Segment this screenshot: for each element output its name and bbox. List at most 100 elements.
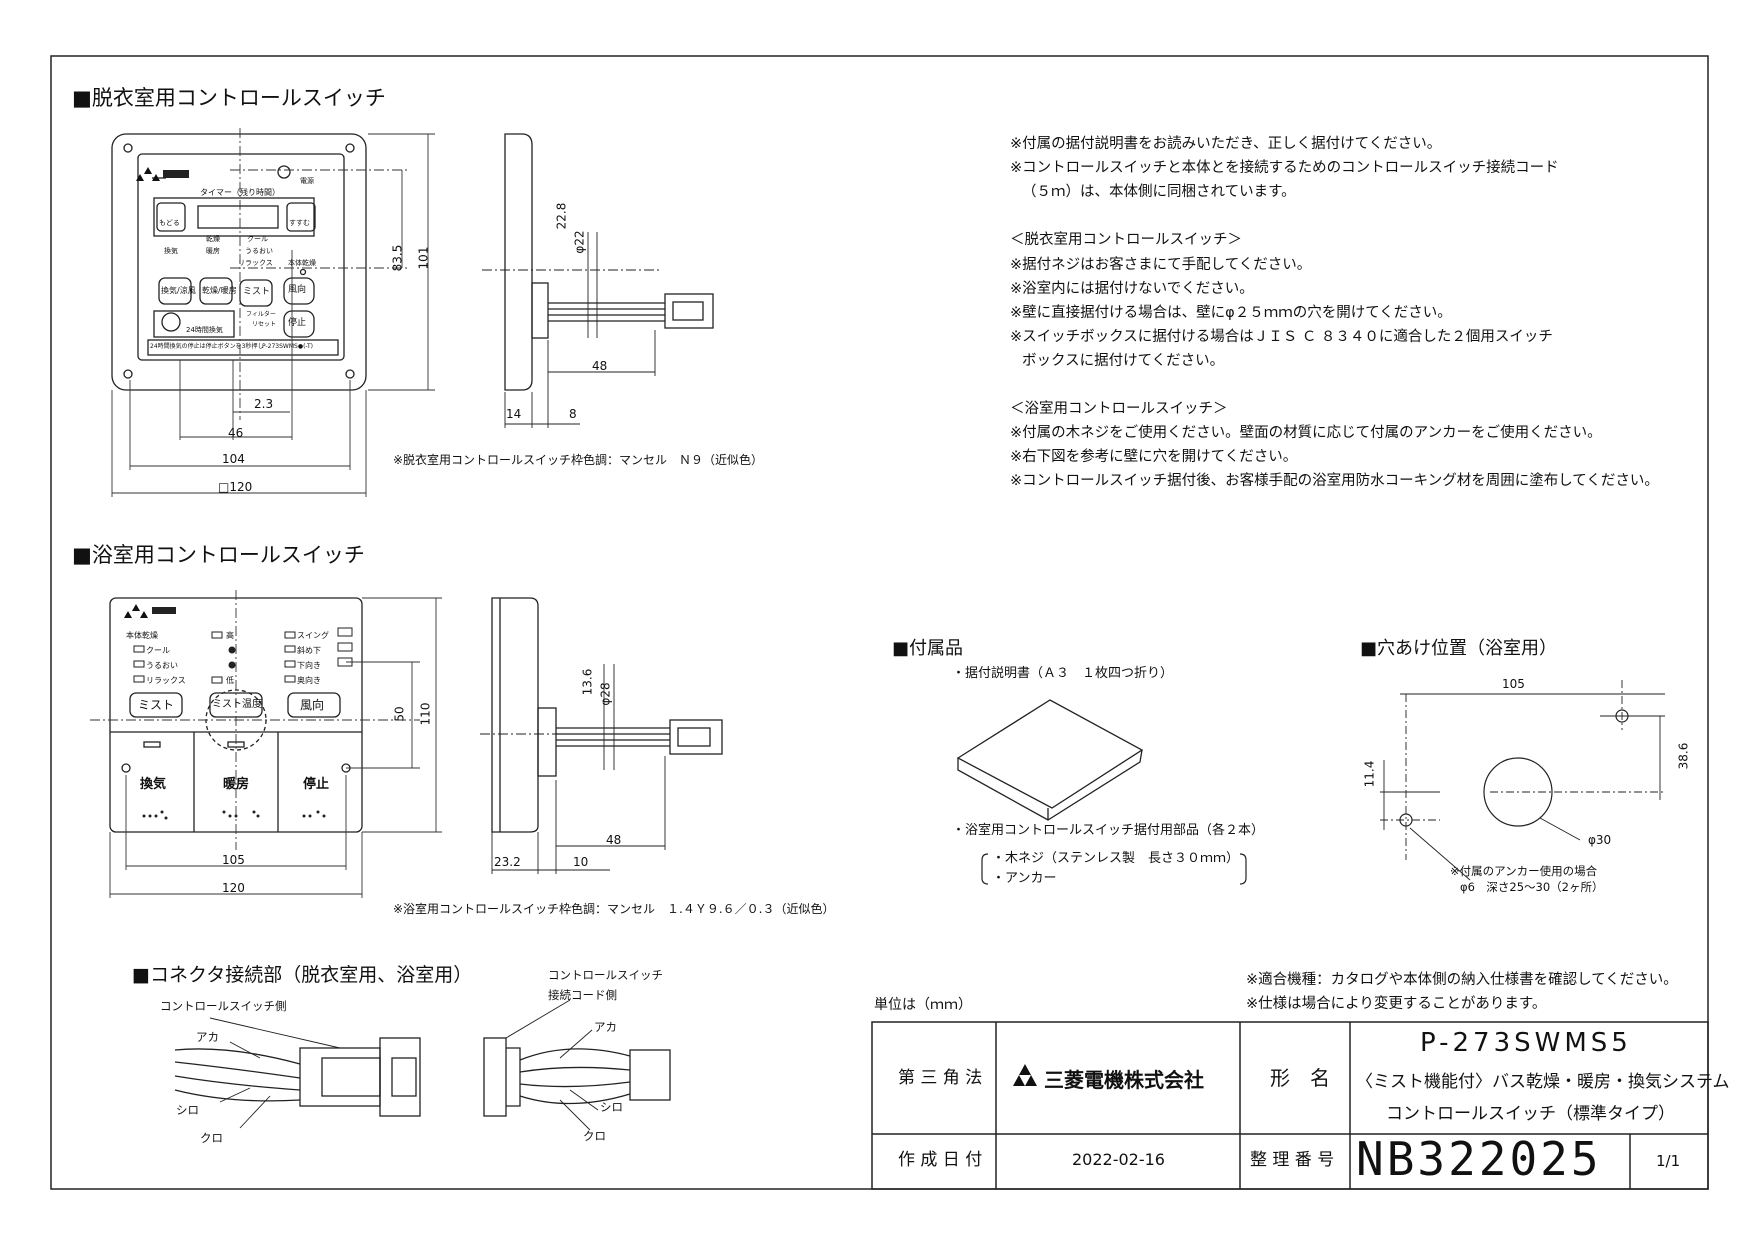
note-line: ※据付ネジはお客さまにて手配してください。 [1010,257,1312,273]
note-line: ボックスに据付けてください。 [1022,353,1225,369]
dressing-color-note: ※脱衣室用コントロールスイッチ枠色調：マンセル Ｎ９（近似色） [393,453,764,467]
dressing-timer-label: タイマー（残り時間） [200,188,280,197]
dim-104: 104 [222,452,245,466]
sheet-number: 1/1 [1656,1152,1681,1170]
hole-anchor-note-1: ※付属のアンカー使用の場合 [1450,864,1598,878]
bath-level-high-label: 高 [226,631,234,640]
dim-13-6: 13.6 [580,668,595,696]
dressing-forward-button[interactable]: すすむ [289,219,310,227]
hole-dim-11-4: 11.4 [1362,760,1377,788]
dressing-vent-cool-button[interactable]: 換気/涼風 [161,286,196,295]
accessory-sub-anchor: ・アンカー [992,871,1057,886]
dressing-wind-button[interactable]: 風向 [288,285,307,295]
dressing-switch-front [111,133,367,391]
note-line: ※スイッチボックスに据付ける場合はＪＩＳ Ｃ ８３４０に適合した２個用スイッチ [1010,329,1553,345]
note-heading: ＜浴室用コントロールスイッチ＞ [1010,401,1228,417]
connector-cord-label-2: 接続コード側 [548,988,617,1002]
note-line: ※コントロールスイッチ据付後、お客様手配の浴室用防水コーキング材を周囲に塗布して… [1010,473,1659,489]
wire-black-label-left: クロ [200,1131,223,1145]
ref-label: 整 理 番 号 [1250,1150,1335,1170]
mitsubishi-logo-icon [124,604,176,618]
product-name-line1: 〈ミスト機能付〉バス乾燥・暖房・換気システム [1356,1072,1730,1092]
product-name-line2: コントロールスイッチ（標準タイプ） [1386,1104,1675,1124]
note-line: ※壁に直接据付ける場合は、壁にφ２５ｍｍの穴を開けてください。 [1010,305,1452,321]
dim-22-8: 22.8 [554,202,569,230]
dressing-heat-label: 暖房 [206,247,220,255]
bath-level-low-label: 低 [226,676,234,685]
note-line: ※浴室内には据付けないでください。 [1010,281,1254,297]
bath-wind-back-label: 奥向き [297,676,321,685]
hole-dim-38-6: 38.6 [1676,742,1691,770]
accessory-item-parts: ・浴室用コントロールスイッチ据付用部品（各２本） [952,823,1265,838]
bath-color-note: ※浴室用コントロールスイッチ枠色調：マンセル １.４Ｙ９.６／０.３（近似色） [393,902,835,916]
dressing-back-button[interactable]: もどる [159,219,180,227]
bath-wind-down-label: 下向き [297,661,321,670]
dim-2-3: 2.3 [254,397,274,411]
note-heading: ＜脱衣室用コントロールスイッチ＞ [1010,232,1242,248]
company-name: 三菱電機株式会社 [1044,1068,1204,1092]
model-number: P-273SWMS5 [1420,1028,1632,1058]
dim-50: 50 [392,706,407,722]
dim-phi22: φ22 [572,230,587,254]
bath-relax-label: リラックス [146,676,186,685]
dressing-dry-label: 乾燥 [206,235,220,243]
dressing-relax-label: リラックス [238,259,273,267]
dim-phi28: φ28 [598,682,613,706]
ref-number: NB322025 [1356,1132,1602,1186]
dressing-section-title: ■脱衣室用コントロールスイッチ [72,86,386,110]
wire-white-label-right: シロ [600,1100,623,1114]
dressing-vent-label: 換気 [164,247,178,255]
mitsubishi-logo-icon [1013,1064,1037,1086]
dim-105: 105 [222,853,245,867]
accessory-item-manual: ・据付説明書（Ａ３ １枚四つ折り） [952,666,1174,681]
dim-48b: 48 [606,833,622,847]
bath-heat-button[interactable]: 暖房 [223,777,250,792]
hole-dim-phi30: φ30 [1588,833,1612,847]
folded-manual-drawing [956,699,1144,821]
dressing-mist-button[interactable]: ミスト [243,287,271,297]
hole-section-title: ■穴あけ位置（浴室用） [1360,638,1558,659]
bath-wind-button[interactable]: 風向 [300,698,325,712]
model-label: 形 名 [1270,1066,1330,1090]
dim-120: □120 [218,480,253,494]
dressing-reset-label: リセット [252,321,277,328]
title-block [871,1021,1709,1190]
bath-section-title: ■浴室用コントロールスイッチ [72,543,365,567]
dressing-filter-label: フィルター [246,311,276,318]
dim-120b: 120 [222,881,245,895]
dressing-model-code: P-273SWMS●(-T) [262,343,314,350]
wire-red-label-left: アカ [196,1030,219,1044]
dim-23-2: 23.2 [494,855,521,869]
creation-date: 2022-02-16 [1072,1150,1165,1169]
note-line: ※付属の据付説明書をお読みいただき、正しく据付けてください。 [1010,136,1442,152]
projection-label: 第 三 角 法 [898,1068,983,1088]
bath-unit-dry-label: 本体乾燥 [126,631,158,640]
bath-wind-swing-label: スイング [297,631,329,640]
bath-front-dims [90,590,442,898]
bath-stop-button[interactable]: 停止 [303,777,330,792]
bath-mist-humid-button[interactable]: ミスト温度 [212,699,262,710]
bath-wind-diag-label: 斜め下 [297,646,321,655]
footer-note-compat: ※適合機種：カタログや本体側の納入仕様書を確認してください。 [1246,972,1678,988]
bath-vent-button[interactable]: 換気 [140,777,167,792]
dressing-uruoi-label: うるおい [245,247,273,255]
mitsubishi-logo-icon [136,167,189,181]
dim-48: 48 [592,359,608,373]
dim-83-5: 83.5 [390,244,405,272]
connector-switch-side-label: コントロールスイッチ側 [160,999,287,1013]
dim-101: 101 [416,246,431,270]
dressing-dry-heat-button[interactable]: 乾燥/暖房 [202,286,237,295]
connector-cord-label-1: コントロールスイッチ [548,968,663,982]
dim-10: 10 [573,855,589,869]
wire-white-label-left: シロ [176,1103,199,1117]
dressing-vent24-label: 24時間換気 [186,326,223,334]
dressing-switch-side [482,133,714,428]
bath-mist-button[interactable]: ミスト [138,698,175,712]
bath-cool-label: クール [146,646,170,655]
note-line: ※コントロールスイッチと本体とを接続するためのコントロールスイッチ接続コード [1010,160,1559,176]
dim-8: 8 [569,407,577,421]
dressing-footer-note: 24時間換気の停止は停止ボタンを3秒押し [150,343,264,350]
dressing-stop-button[interactable]: 停止 [288,318,307,328]
accessory-brackets [981,853,1247,885]
